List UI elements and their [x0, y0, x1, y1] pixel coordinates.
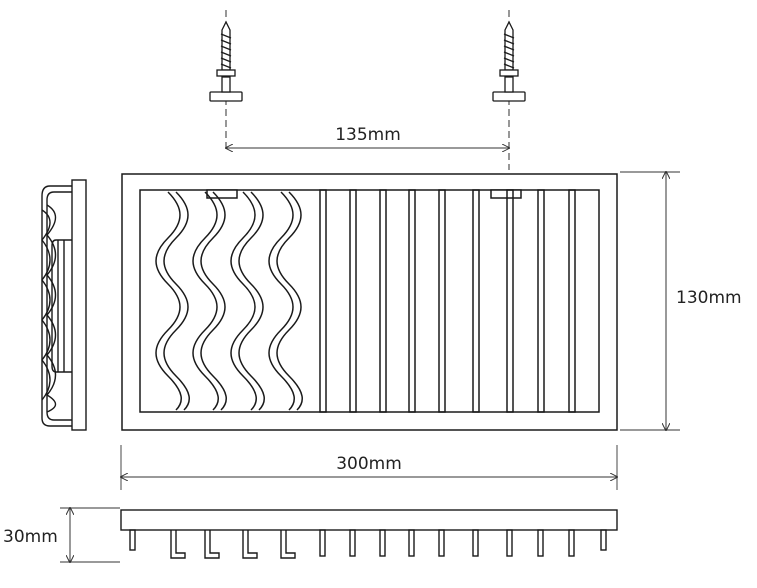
bottom-view [120, 509, 618, 559]
dimension-135: 135mm [226, 125, 509, 148]
dimension-label-30: 30mm [3, 527, 58, 547]
dimension-130: 130mm [620, 172, 742, 430]
front-view [121, 173, 618, 431]
straight-bars [319, 189, 576, 413]
side-view [41, 179, 87, 431]
wavy-wires [155, 191, 303, 411]
dimension-label-135: 135mm [335, 125, 401, 145]
dimension-label-130: 130mm [676, 288, 742, 308]
dimension-300: 300mm [121, 445, 617, 490]
dimension-label-300: 300mm [336, 454, 402, 474]
dimension-30: 30mm [3, 508, 120, 562]
screw-left-icon [209, 10, 243, 150]
screw-right-icon [492, 10, 526, 170]
